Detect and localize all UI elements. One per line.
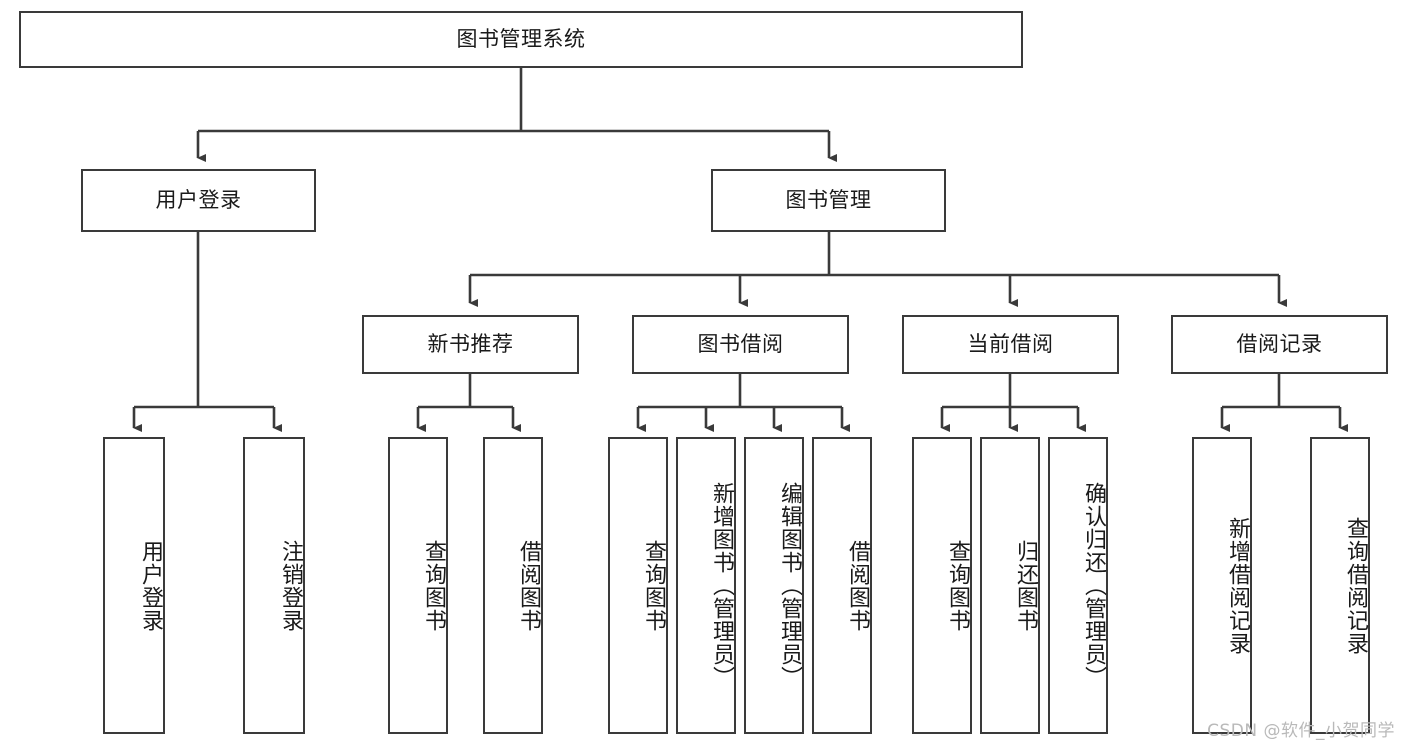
node-label: 图书管理系统: [456, 26, 586, 51]
node-label: 注销登录: [278, 539, 303, 632]
leaf-borrow-edit-book-admin[interactable]: 编辑图书（管理员）: [744, 437, 804, 734]
node-label: 新增图书（管理员）: [709, 482, 734, 689]
node-label: 借阅图书: [845, 539, 870, 632]
node-borrow-record[interactable]: 借阅记录: [1171, 315, 1388, 374]
leaf-borrow-borrow-book[interactable]: 借阅图书: [812, 437, 872, 734]
node-label: 归还图书: [1013, 539, 1038, 632]
leaf-borrow-add-book-admin[interactable]: 新增图书（管理员）: [676, 437, 736, 734]
node-current-borrow[interactable]: 当前借阅: [902, 315, 1119, 374]
node-label: 借阅记录: [1236, 331, 1323, 356]
node-label: 当前借阅: [967, 331, 1054, 356]
node-user-login[interactable]: 用户登录: [81, 169, 316, 232]
node-label: 用户登录: [138, 539, 163, 632]
node-label: 查询图书: [641, 539, 666, 632]
node-label: 编辑图书（管理员）: [777, 482, 802, 689]
node-label: 图书管理: [785, 187, 872, 212]
leaf-recommend-borrow-book[interactable]: 借阅图书: [483, 437, 543, 734]
node-book-management[interactable]: 图书管理: [711, 169, 946, 232]
node-root-book-management-system[interactable]: 图书管理系统: [19, 11, 1023, 68]
watermark: CSDN @软件_小贺同学: [1207, 721, 1395, 741]
node-label: 查询图书: [421, 539, 446, 632]
node-label: 图书借阅: [697, 331, 784, 356]
leaf-recommend-query-book[interactable]: 查询图书: [388, 437, 448, 734]
node-label: 新书推荐: [427, 331, 514, 356]
node-label: 用户登录: [155, 187, 242, 212]
node-label: 查询图书: [945, 539, 970, 632]
leaf-record-query-borrow-record[interactable]: 查询借阅记录: [1310, 437, 1370, 734]
node-book-borrow[interactable]: 图书借阅: [632, 315, 849, 374]
leaf-borrow-query-book[interactable]: 查询图书: [608, 437, 668, 734]
node-label: 查询借阅记录: [1343, 516, 1368, 655]
leaf-record-add-borrow-record[interactable]: 新增借阅记录: [1192, 437, 1252, 734]
leaf-current-confirm-return-admin[interactable]: 确认归还（管理员）: [1048, 437, 1108, 734]
node-label: 借阅图书: [516, 539, 541, 632]
node-new-book-recommend[interactable]: 新书推荐: [362, 315, 579, 374]
leaf-user-login-login[interactable]: 用户登录: [103, 437, 165, 734]
leaf-current-return-book[interactable]: 归还图书: [980, 437, 1040, 734]
node-label: 确认归还（管理员）: [1081, 482, 1106, 689]
leaf-user-login-logout[interactable]: 注销登录: [243, 437, 305, 734]
node-label: 新增借阅记录: [1225, 516, 1250, 655]
leaf-current-query-book[interactable]: 查询图书: [912, 437, 972, 734]
